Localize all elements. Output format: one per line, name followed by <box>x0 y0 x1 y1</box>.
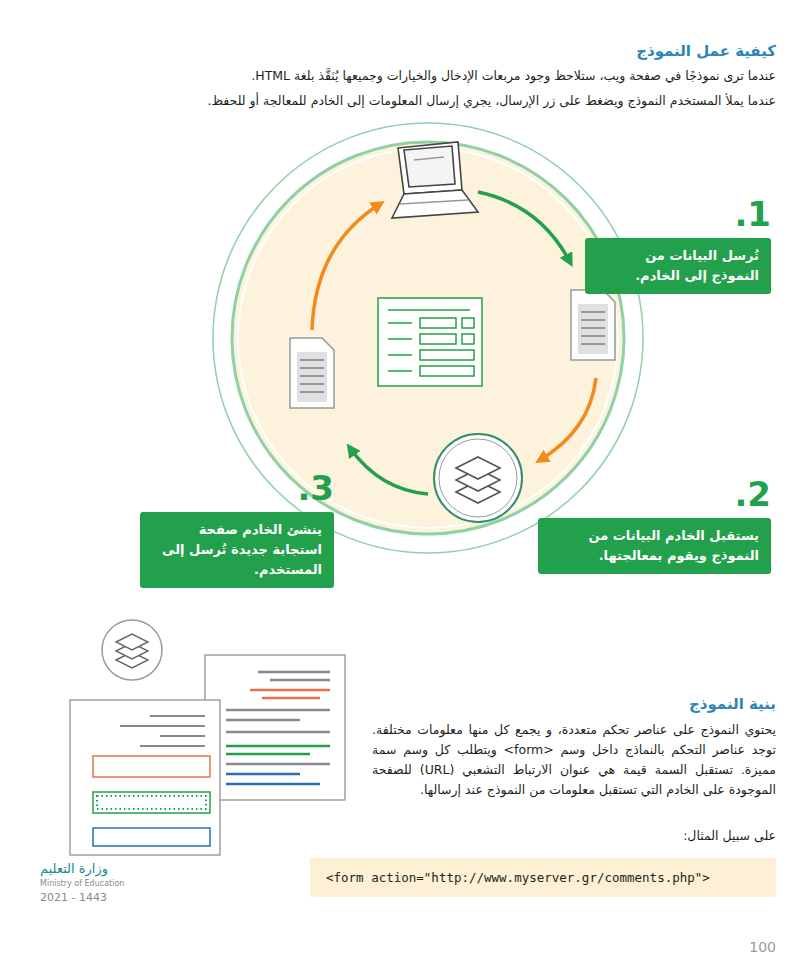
watermark: وزارة التعليم <box>40 860 160 878</box>
server-icon <box>434 434 522 522</box>
step-box: 1.تُرسل البيانات من النموذج إلى الخادم. <box>585 194 771 294</box>
step-number: 3. <box>140 468 334 508</box>
step-number: 1. <box>585 194 771 234</box>
cycle-arrow <box>312 204 380 330</box>
step-text: تُرسل البيانات من النموذج إلى الخادم. <box>585 238 771 294</box>
document-icon <box>290 338 334 408</box>
code-example-box: <form action="http://www.myserver.gr/com… <box>310 858 776 897</box>
step-box: 3.ينشئ الخادم صفحة استجابة جديدة تُرسل إ… <box>140 468 334 588</box>
section-heading: بنية النموذج <box>372 694 776 714</box>
document-icon <box>571 290 615 360</box>
step-text: يستقبل الخادم البيانات من النموذج ويقوم … <box>538 518 771 574</box>
code-line: <form action="http://www.myserver.gr/com… <box>326 870 760 885</box>
cycle-arrow <box>540 378 596 460</box>
intro-text: عندما يملأ المستخدم النموذج ويضغط على زر… <box>30 93 776 110</box>
inner-disc <box>232 142 624 534</box>
cycle-arrow <box>478 192 570 262</box>
body-text: على سبيل المثال: <box>372 828 776 845</box>
section-heading: كيفية عمل النموذج <box>300 42 776 60</box>
step-text: ينشئ الخادم صفحة استجابة جديدة تُرسل إلى… <box>140 512 334 588</box>
body-text: يحتوي النموذج على عناصر تحكم متعددة، و ي… <box>372 720 776 800</box>
watermark: 2021 - 1443 <box>40 891 180 906</box>
form-structure-illustration <box>70 620 345 855</box>
page-number: 100 <box>720 938 776 957</box>
intro-text: عندما ترى نموذجًا في صفحة ويب، ستلاحظ وج… <box>30 68 776 85</box>
form-icon <box>378 298 482 386</box>
watermark: Ministry of Education <box>40 879 180 890</box>
laptop-icon <box>392 142 478 218</box>
inner-ring <box>238 148 618 528</box>
outer-ring <box>213 123 643 553</box>
step-box: 2.يستقبل الخادم البيانات من النموذج ويقو… <box>538 474 771 574</box>
cycle-arrow <box>350 448 428 494</box>
step-number: 2. <box>538 474 771 514</box>
